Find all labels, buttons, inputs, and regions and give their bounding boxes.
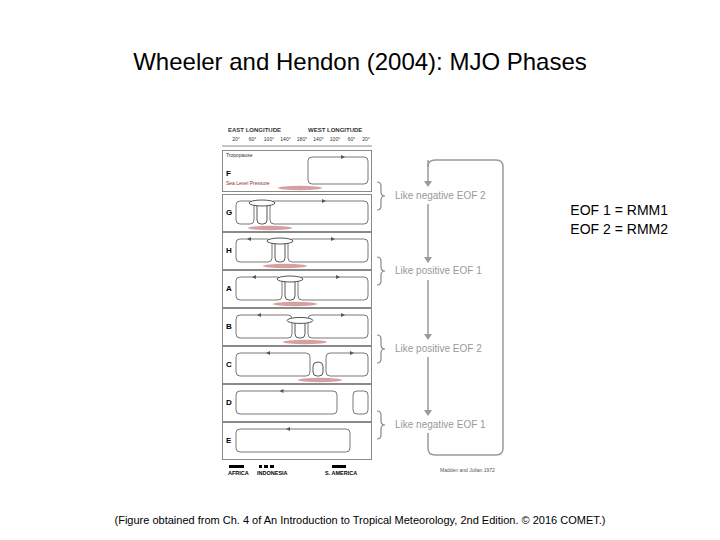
flow-arrow	[341, 313, 345, 317]
pressure-anomaly	[278, 186, 322, 190]
panel-letter: F	[226, 169, 231, 178]
axis-heading: EAST LONGITUDE	[228, 127, 281, 134]
eof-note: EOF 2 = RMM2	[570, 221, 668, 237]
flow-arrow	[336, 275, 340, 279]
cloud-anvil	[249, 200, 275, 206]
flow-arrow	[322, 199, 326, 203]
phase-panel: D	[222, 384, 372, 422]
circulation-cell	[236, 391, 337, 414]
circulation-cell	[326, 353, 368, 376]
phase-panel: C	[222, 346, 372, 384]
source-note: Madden and Julian 1972	[440, 468, 495, 474]
flow-arrow	[252, 275, 256, 279]
convective-cloud	[313, 362, 323, 376]
brace	[377, 335, 385, 363]
circulation-cell	[298, 277, 368, 300]
panel-letter: E	[226, 436, 231, 445]
flow-arrow	[341, 155, 345, 159]
brace	[377, 257, 385, 285]
longitude-tick: 100°	[264, 137, 274, 143]
phase-note: Like positive EOF 2	[395, 343, 482, 355]
longitude-tick: 140°	[280, 137, 290, 143]
layer-label: Sea Level Pressure	[226, 181, 270, 187]
figure-caption: (Figure obtained from Ch. 4 of An Introd…	[0, 514, 720, 527]
circulation-cell	[270, 201, 368, 224]
pressure-anomaly	[298, 378, 342, 382]
region-bar	[259, 465, 262, 468]
panel-letter: A	[226, 284, 232, 293]
slide-title: Wheeler and Hendon (2004): MJO Phases	[0, 48, 720, 76]
region-bar	[229, 465, 244, 468]
circulation-cell	[236, 353, 310, 376]
loop-arrow	[427, 357, 429, 411]
eof-note: EOF 1 = RMM1	[570, 202, 668, 218]
axis-heading: WEST LONGITUDE	[308, 127, 362, 134]
panel-letter: D	[226, 398, 232, 407]
phase-panel: E	[222, 422, 372, 460]
flow-arrow	[257, 313, 261, 317]
phase-panel: G	[222, 194, 372, 232]
panel-letter: H	[226, 246, 232, 255]
phase-panel: F	[222, 150, 372, 192]
region-label: INDONESIA	[257, 470, 288, 476]
region-bars	[229, 465, 346, 468]
phase-panel: B	[222, 308, 372, 346]
braces	[377, 182, 385, 439]
arrow-head	[424, 257, 432, 263]
circulation-cell	[236, 429, 350, 452]
longitude-tick: 20°	[362, 137, 370, 143]
flow-arrow	[266, 351, 270, 355]
cloud-anvil	[277, 276, 303, 282]
cloud-anvil	[287, 317, 313, 323]
circulation-cell	[308, 157, 368, 184]
longitude-tick: 60°	[348, 137, 356, 143]
flow-arrow	[286, 427, 290, 431]
layer-label: Tropopause	[226, 153, 253, 159]
pressure-anomaly	[273, 302, 317, 306]
arrow-head	[424, 410, 432, 416]
circulation-cell	[308, 315, 368, 338]
region-bar	[332, 465, 346, 468]
pressure-anomaly	[263, 264, 307, 268]
loop-heads	[424, 181, 432, 416]
longitude-tick: 180°	[297, 137, 307, 143]
flow-arrow	[280, 389, 284, 393]
brace	[377, 411, 385, 439]
arrow-head	[424, 334, 432, 340]
loop-arrow	[427, 204, 429, 258]
loop-return	[428, 160, 503, 455]
circulation-cell	[236, 277, 282, 300]
panel-letter: B	[226, 322, 232, 331]
region-label: S. AMERICA	[325, 470, 357, 476]
phase-panel: H	[222, 232, 372, 270]
region-bar	[270, 465, 274, 468]
loop-arrow	[427, 280, 429, 335]
phase-note: Like positive EOF 1	[395, 265, 482, 277]
circulation-cell	[236, 315, 292, 338]
pressure-anomaly	[283, 340, 327, 344]
arrow-head	[424, 181, 432, 187]
phase-note: Like negative EOF 2	[395, 190, 486, 202]
phase-note: Like negative EOF 1	[395, 419, 486, 431]
pressure-anomaly	[248, 226, 292, 230]
frame-top	[222, 146, 372, 147]
circulation-cell	[288, 239, 368, 262]
panel-letter: C	[226, 360, 232, 369]
region-bar	[264, 465, 268, 468]
circulation-cell	[353, 391, 368, 414]
longitude-tick: 100°	[330, 137, 340, 143]
panel-letter: G	[226, 208, 232, 217]
cloud-anvil	[267, 238, 293, 244]
flow-arrow	[331, 237, 335, 241]
longitude-tick: 140°	[313, 137, 323, 143]
brace	[377, 182, 385, 210]
region-label: AFRICA	[228, 470, 249, 476]
longitude-tick: 60°	[249, 137, 257, 143]
longitude-tick: 20°	[232, 137, 240, 143]
phase-loop	[428, 160, 503, 455]
flow-arrow	[247, 237, 251, 241]
flow-arrow	[350, 351, 354, 355]
circulation-cell	[236, 239, 272, 262]
phase-panel: A	[222, 270, 372, 308]
